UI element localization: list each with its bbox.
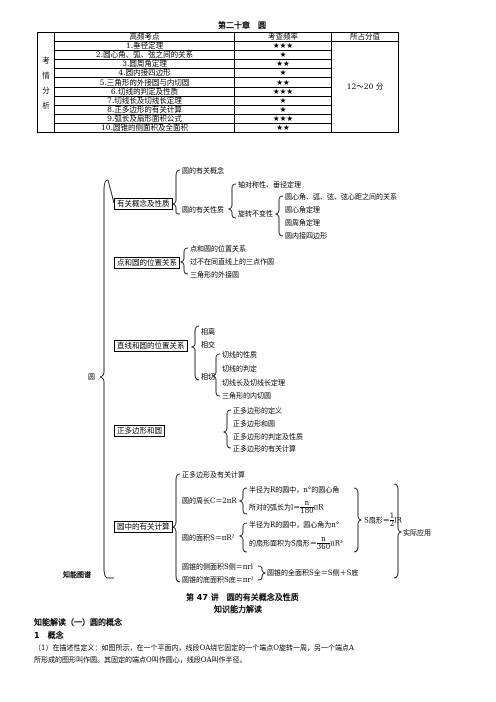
table-row-freq: ★ bbox=[234, 68, 332, 79]
b3-item: 相切 bbox=[201, 373, 215, 381]
branch-calc-box: 圆中的有关计算 bbox=[114, 521, 173, 533]
branch-point-box: 点和圆的位置关系 bbox=[114, 257, 180, 269]
b4-item: 正多边形的定义 bbox=[233, 407, 282, 415]
b5-cone-total: 圆锥的全面积S全＝S侧＋S底 bbox=[267, 569, 359, 577]
b1-concept: 圆的有关概念 bbox=[182, 167, 224, 175]
b3-tangent: 三角形的内切圆 bbox=[222, 392, 271, 400]
b5-poly: 正多边形及有关计算 bbox=[182, 471, 245, 479]
b5-circ: 圆的周长C＝2πR bbox=[182, 497, 237, 505]
branch-concepts-box: 有关概念及性质 bbox=[114, 198, 173, 210]
b1-rot-item: 圆周角定理 bbox=[285, 219, 320, 227]
b3-item: 相交 bbox=[201, 341, 215, 349]
b4-item: 正多边形的有关计算 bbox=[233, 445, 296, 453]
b5-arc1: 半径为R的圆中，n°的圆心角 bbox=[249, 486, 340, 494]
table-row-freq: ★ bbox=[234, 95, 332, 106]
b1-rot-item: 圆心角、弧、弦、弦心距之间的关系 bbox=[285, 193, 397, 201]
b2-item: 点和圆的位置关系 bbox=[190, 245, 246, 253]
paragraph-line: （1）在描述性定义：如图所示，在一个平面内，线段OA绕它固定的一个端点O旋转一周… bbox=[34, 644, 355, 652]
sub-heading: 1 概念 bbox=[34, 631, 64, 640]
b4-item: 正多边形和圆 bbox=[233, 420, 275, 428]
b4-item: 正多边形的判定及性质 bbox=[233, 433, 303, 441]
lesson-title: 第 47 讲 圆的有关概念及性质 bbox=[186, 593, 299, 602]
b5-cone2: 圆锥的底面积S底＝πr² bbox=[182, 576, 254, 584]
paragraph-line: 所形成的图形叫作圆。其固定的端点O叫作圆心，线段OA叫作半径。 bbox=[34, 656, 247, 664]
b2-item: 三角形的外接圆 bbox=[190, 271, 239, 279]
b1-prop: 圆的有关性质 bbox=[182, 206, 224, 214]
mindmap-caption: 知能图谱 bbox=[63, 571, 91, 579]
table-row-freq: ★★★ bbox=[234, 113, 332, 124]
b5-cone1: 圆锥的侧面积S侧＝πrl bbox=[182, 563, 253, 571]
b3-tangent: 切线的判定 bbox=[222, 365, 257, 373]
chapter-title: 第二十章 圆 bbox=[218, 21, 266, 30]
table-row-freq: ★★ bbox=[234, 77, 332, 88]
table-row-freq: ★★ bbox=[234, 122, 332, 134]
b1-rot-item: 圆心角定理 bbox=[285, 206, 320, 214]
lesson-subtitle: 知识能力解读 bbox=[214, 605, 262, 614]
table-row-freq: ★★ bbox=[234, 59, 332, 70]
section-heading: 知能解读（一）圆的概念 bbox=[34, 618, 122, 627]
b5-sec1: 半径为R的圆中，圆心角为n° bbox=[249, 521, 340, 529]
b1-rot-item: 圆内接四边形 bbox=[285, 232, 327, 240]
mindmap-root: 圆 bbox=[88, 373, 95, 381]
score-cell: 12～20 分 bbox=[331, 41, 399, 134]
b5-app: 实际应用 bbox=[403, 529, 431, 537]
b3-tangent: 切线长及切线长定理 bbox=[222, 379, 285, 387]
table-row-freq: ★★★ bbox=[234, 86, 332, 97]
table-row-freq: ★ bbox=[234, 104, 332, 115]
b1-axis: 轴对称性、垂径定理 bbox=[238, 181, 301, 189]
header-score: 所占分值 bbox=[331, 31, 399, 43]
exam-analysis-table: 考情分析 高频考点 考查频率 所占分值 1.垂径定理★★★ 12～20 分 2.… bbox=[37, 31, 399, 134]
b3-item: 相离 bbox=[201, 328, 215, 336]
b3-tangent: 切线的性质 bbox=[222, 351, 257, 359]
b1-rot: 旋转不变性 bbox=[238, 210, 273, 218]
branch-line-box: 直线和圆的位置关系 bbox=[114, 340, 188, 352]
b2-item: 过不在同直线上的三点作圆 bbox=[190, 258, 274, 266]
b5-area: 圆的面积S＝πR² bbox=[182, 534, 235, 542]
branch-polygon-box: 正多边形和圆 bbox=[114, 425, 165, 437]
